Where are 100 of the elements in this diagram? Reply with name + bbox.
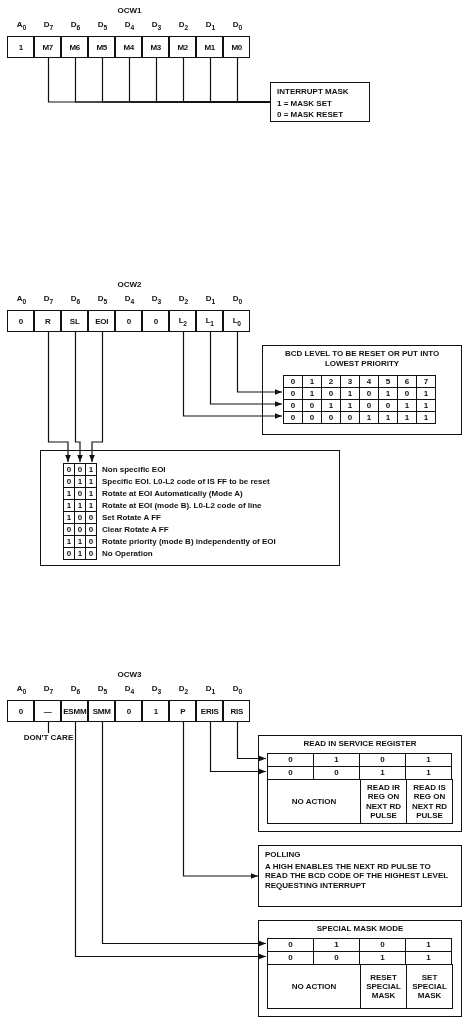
table-cell: 1 <box>85 463 97 476</box>
bit-cell: M1 <box>196 36 224 58</box>
arrow <box>182 331 283 419</box>
bit-cell: M4 <box>115 36 143 58</box>
table-cell: 1 <box>405 938 452 952</box>
bit-label: D$_{6}$ <box>70 684 81 695</box>
bit-cell: SL <box>61 310 89 332</box>
register-title: OCW3 <box>117 670 142 679</box>
row-description: Set Rotate A FF <box>101 512 161 522</box>
note-heading: INTERRUPT MASK <box>277 87 350 97</box>
bit-label: D$_{1}$ <box>205 684 216 695</box>
table-cell: 0 <box>63 463 75 476</box>
table-frame <box>40 450 340 566</box>
arrow <box>74 331 83 463</box>
bit-cell: L$_{1}$ <box>196 310 224 332</box>
bit-cell: P <box>169 700 197 722</box>
arrow <box>47 331 71 463</box>
connector-line <box>47 721 50 734</box>
bit-label: D$_{0}$ <box>232 20 243 31</box>
bit-cell: R <box>34 310 62 332</box>
bit-label: A$_{0}$ <box>16 294 27 305</box>
table-cell: 0 <box>283 375 303 388</box>
bit-cell: 0 <box>115 700 143 722</box>
arrow <box>101 721 267 947</box>
arrow <box>236 721 267 762</box>
arrow <box>74 721 267 960</box>
bit-label: D$_{6}$ <box>70 20 81 31</box>
arrow <box>209 721 267 775</box>
bit-label: D$_{5}$ <box>97 20 108 31</box>
row-description: Specific EOI. L0-L2 code of IS FF to be reset <box>101 476 270 486</box>
bit-label: D$_{4}$ <box>124 294 135 305</box>
bit-cell: 0 <box>7 310 35 332</box>
register-title: OCW1 <box>117 6 142 15</box>
bit-label: D$_{7}$ <box>43 294 54 305</box>
bit-label: A$_{0}$ <box>16 684 27 695</box>
bit-cell: M5 <box>88 36 116 58</box>
bit-cell: M2 <box>169 36 197 58</box>
table-cell: NO ACTION <box>267 964 361 1009</box>
row-description: No Operation <box>101 548 153 558</box>
arrow <box>209 331 283 407</box>
bit-label: D$_{7}$ <box>43 684 54 695</box>
bit-cell: EOI <box>88 310 116 332</box>
bit-cell: SMM <box>88 700 116 722</box>
note-text: 1 = MASK SET <box>277 98 333 109</box>
bit-label: D$_{3}$ <box>151 20 162 31</box>
table-frame <box>262 345 462 435</box>
bit-label: D$_{1}$ <box>205 294 216 305</box>
table-cell: SET SPECIAL MASK <box>406 964 453 1009</box>
bit-label: D$_{1}$ <box>205 20 216 31</box>
note-text: DON'T CARE <box>23 733 74 755</box>
bit-cell: ESMM <box>61 700 89 722</box>
bit-cell: 1 <box>142 700 170 722</box>
bit-cell: L$_{0}$ <box>223 310 251 332</box>
note-heading: POLLING <box>265 850 302 860</box>
row-description: Non specific EOI <box>101 464 166 474</box>
arrow <box>89 331 104 463</box>
bit-cell: M7 <box>34 36 62 58</box>
table-cell: NO ACTION <box>267 779 361 824</box>
table-cell: 1 <box>405 753 452 767</box>
table-cell: 1 <box>416 411 436 424</box>
bit-label: D$_{3}$ <box>151 294 162 305</box>
row-description: Clear Rotate A FF <box>101 524 169 534</box>
register-title: OCW2 <box>117 280 142 289</box>
bit-label: D$_{4}$ <box>124 684 135 695</box>
row-description: Rotate priority (mode B) independently of EOI <box>101 536 276 546</box>
bit-label: A$_{0}$ <box>16 20 27 31</box>
bit-cell: 0 <box>142 310 170 332</box>
table-heading: READ IN SERVICE REGISTER <box>302 739 418 749</box>
note-text: 0 = MASK RESET <box>277 110 344 120</box>
bit-cell: ERIS <box>196 700 224 722</box>
table-frame <box>258 735 462 832</box>
bit-label: D$_{3}$ <box>151 684 162 695</box>
table-cell: READ IS REG ON NEXT RD PULSE <box>406 779 453 824</box>
bit-label: D$_{5}$ <box>97 294 108 305</box>
bit-label: D$_{0}$ <box>232 684 243 695</box>
bit-label: D$_{7}$ <box>43 20 54 31</box>
bit-cell: M0 <box>223 36 251 58</box>
table-cell: 0 <box>63 547 75 560</box>
note-box <box>270 82 370 122</box>
table-heading: BCD LEVEL TO BE RESET OR PUT INTO LOWEST PRIORITY <box>283 349 441 369</box>
note-box <box>258 845 462 907</box>
arrow <box>182 721 259 879</box>
table-frame <box>258 920 462 1017</box>
bit-label: D$_{6}$ <box>70 294 81 305</box>
bit-label: D$_{2}$ <box>178 294 189 305</box>
bit-label: D$_{0}$ <box>232 294 243 305</box>
note-text: A HIGH ENABLES THE NEXT RD PULSE TO READ THE BCD CODE OF THE HIGHEST LEVEL REQUESTING INTERRUPT <box>265 861 449 891</box>
bit-cell: RIS <box>223 700 251 722</box>
table-cell: 7 <box>416 375 436 388</box>
table-heading: SPECIAL MASK MODE <box>315 924 405 934</box>
row-description: Rotate at EOI Automatically (Mode A) <box>101 488 243 498</box>
table-cell: 0 <box>85 547 97 560</box>
bit-cell: 0 <box>115 310 143 332</box>
bit-cell: 0 <box>7 700 35 722</box>
bit-label: D$_{2}$ <box>178 20 189 31</box>
connector-line <box>236 57 271 103</box>
bit-cell: — <box>34 700 62 722</box>
arrow <box>236 331 283 395</box>
table-cell: 0 <box>267 938 314 952</box>
bit-cell: M3 <box>142 36 170 58</box>
